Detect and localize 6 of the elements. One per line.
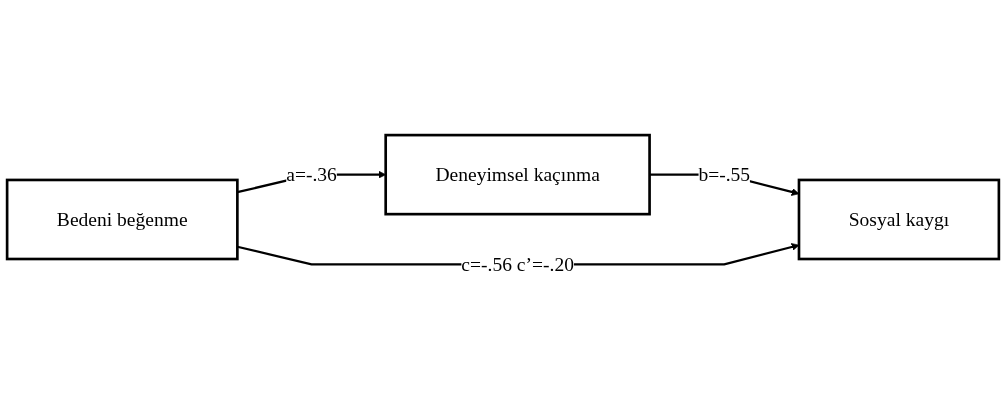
node-box: Deneyimsel kaçınma bbox=[384, 134, 651, 216]
edge-label: c=-.56 c’=-.20 bbox=[461, 253, 574, 276]
edge-label: b=-.55 bbox=[698, 163, 751, 187]
node-box: Bedeni beğenme bbox=[5, 179, 239, 261]
node-box: Sosyal kaygı bbox=[797, 179, 1001, 261]
edge-label: a=-.36 bbox=[286, 163, 337, 187]
